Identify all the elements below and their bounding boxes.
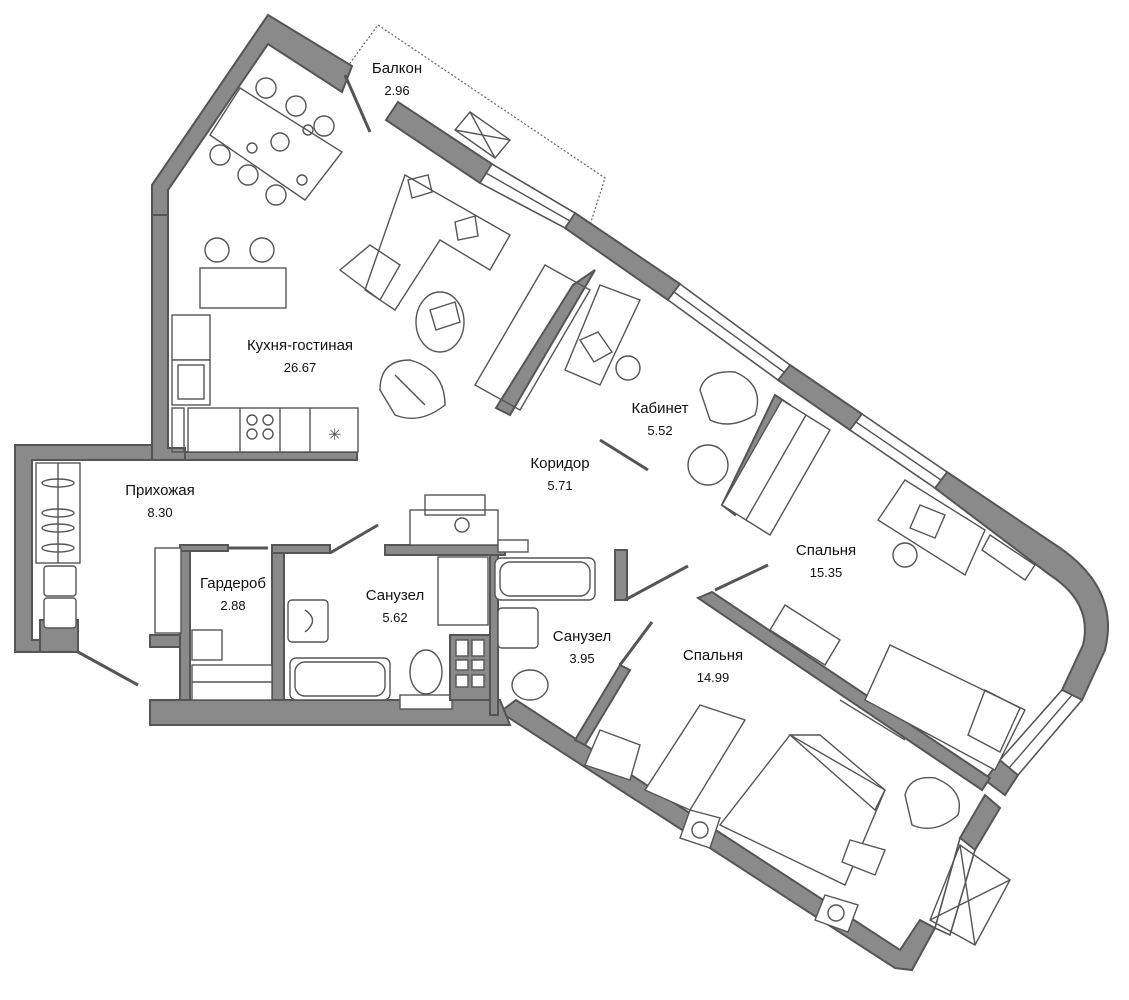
room-name: Санузел (552, 628, 612, 645)
room-name: Кухня-гостиная (246, 337, 354, 354)
armchair-icon (379, 359, 446, 419)
desk-icon (474, 264, 641, 411)
kitchen-counter-icon: ✳ (171, 237, 359, 453)
balcony-outline (344, 24, 606, 226)
wall-hall-stub (149, 634, 181, 648)
wall-wardrobe-east (271, 544, 285, 701)
interior-walls (149, 269, 992, 792)
closet-icon (35, 462, 182, 634)
room-area: 26.67 (283, 360, 317, 375)
wall-bath1-north (271, 544, 331, 554)
room-area: 2.96 (384, 83, 410, 98)
armchair-icon (904, 776, 960, 829)
svg-text:✳: ✳ (328, 425, 341, 444)
door-bedroom-1[interactable] (714, 563, 769, 592)
bathtub-icon (289, 657, 391, 701)
room-name: Спальня (795, 542, 857, 559)
room-label-bedroom-1: Спальня 15.35 (796, 542, 856, 582)
room-area: 2.88 (220, 598, 246, 613)
room-label-wardrobe: Гардероб 2.88 (200, 575, 266, 615)
door-entrance[interactable] (77, 650, 139, 687)
room-area: 3.95 (569, 651, 595, 666)
sink-icon (497, 607, 539, 649)
wall-balcony (384, 100, 494, 185)
dining-table-icon (209, 77, 344, 206)
room-name: Спальня (682, 647, 744, 664)
nightstand-icon (679, 809, 886, 933)
toilet-icon (399, 649, 453, 710)
shaft-icon (449, 634, 491, 701)
ventilation-icon (453, 111, 1011, 946)
closet-icon (584, 704, 747, 811)
room-area: 14.99 (696, 670, 730, 685)
room-label-bathroom-2: Санузел 3.95 (553, 628, 611, 668)
room-area: 8.30 (147, 505, 173, 520)
wall-bedroom2-west (573, 663, 632, 747)
room-label-study: Кабинет 5.52 (631, 400, 688, 440)
wall-wardrobe-north (179, 544, 229, 552)
room-label-balcony: Балкон 2.96 (372, 60, 422, 100)
room-name: Санузел (365, 587, 425, 604)
room-name: Балкон (371, 60, 423, 77)
room-name: Кабинет (631, 400, 689, 417)
room-area: 5.62 (382, 610, 408, 625)
bathtub-icon (494, 557, 596, 601)
wall-bath-north (384, 544, 506, 556)
room-label-kitchen-living: Кухня-гостиная 26.67 (247, 337, 353, 377)
laptop-icon (578, 331, 614, 363)
doors (77, 74, 769, 687)
sofa-icon (338, 173, 511, 311)
coffee-table-icon (415, 291, 465, 353)
washing-machine-icon (409, 494, 529, 553)
radiator-icon (981, 533, 1036, 581)
mirror-icon (839, 699, 906, 741)
wall-kitchen-south (184, 451, 358, 461)
wall-east-lower (958, 793, 1002, 852)
sink-icon (287, 599, 329, 643)
wall-bedroom-north-curve (933, 470, 1109, 702)
closet-icon (191, 629, 273, 701)
door-study[interactable] (599, 438, 649, 472)
door-bathroom-1[interactable] (329, 523, 379, 555)
room-area: 5.52 (647, 423, 673, 438)
room-name: Гардероб (200, 575, 266, 592)
door-balcony[interactable] (343, 74, 372, 133)
room-label-bedroom-2: Спальня 14.99 (683, 647, 743, 687)
office-chair-icon (615, 355, 641, 381)
door-bedroom-2[interactable] (618, 621, 654, 666)
bed-icon (718, 734, 886, 886)
room-name: Прихожая (125, 482, 195, 499)
door-bathroom-2[interactable] (624, 564, 689, 602)
room-area: 15.35 (809, 565, 843, 580)
desk-icon (877, 479, 1036, 581)
room-label-hallway: Прихожая 8.30 (125, 482, 195, 522)
shower-icon (437, 556, 489, 626)
wall-study-west (494, 269, 596, 417)
bench-icon (769, 604, 841, 666)
room-label-bathroom-1: Санузел 5.62 (366, 587, 424, 627)
room-name: Коридор (530, 455, 590, 472)
wall-bedroom-partition (695, 590, 992, 792)
wall-bath-south (149, 699, 512, 726)
laptop-icon (909, 504, 946, 539)
room-label-corridor: Коридор 5.71 (530, 455, 589, 495)
window-bedroom-2-east (934, 836, 976, 937)
room-area: 5.71 (547, 478, 573, 493)
toilet-icon (511, 669, 549, 701)
wall-hallway-west (14, 444, 153, 653)
closet-icon (721, 399, 831, 536)
coffee-table-icon (687, 444, 729, 486)
wall-bath2-east (614, 549, 628, 601)
office-chair-icon (892, 542, 918, 568)
windows (478, 162, 1084, 937)
armchair-icon (699, 371, 759, 425)
bed-icon (864, 644, 1026, 771)
